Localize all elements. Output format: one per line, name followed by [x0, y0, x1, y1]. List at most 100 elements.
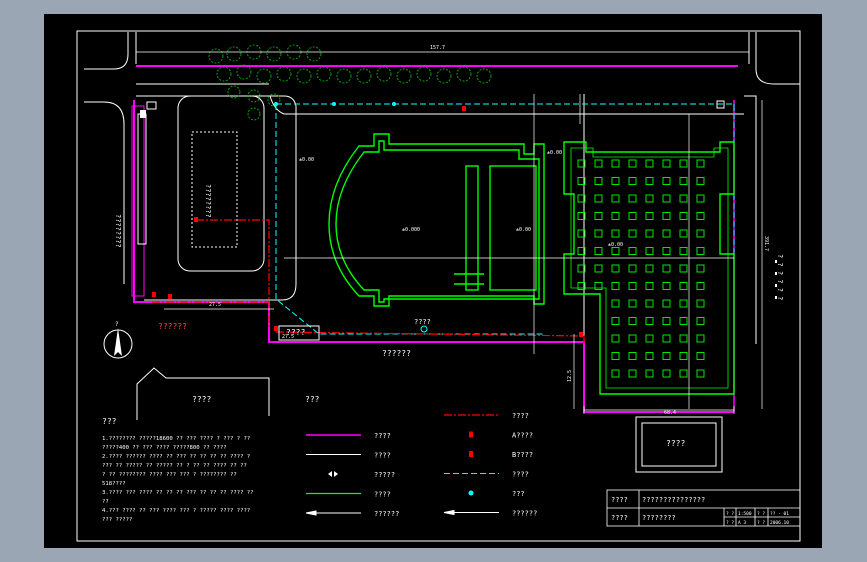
grid-cell: [696, 229, 705, 238]
grid-cell: [628, 212, 637, 220]
elev-left: ±0.00: [299, 157, 314, 163]
grid-cell: [645, 212, 654, 220]
legend-symbol: [443, 509, 499, 516]
legend-symbol: [469, 431, 473, 438]
grid-cell: [628, 194, 637, 203]
grid-cell: [696, 369, 705, 378]
bottom-building: [635, 416, 723, 473]
grid-cell: [696, 282, 705, 290]
title-block-label-bottom: ????: [611, 514, 628, 522]
tb-cell-0: ? ?: [726, 511, 734, 517]
grid-cell: [662, 229, 671, 238]
left-building-label: ????: [192, 395, 211, 404]
legend-label: ???: [512, 490, 525, 498]
grid-cell: [696, 334, 705, 343]
site-plan-drawing: 157.7 391.7 68.4 27.5 27.5 12.5 ±0.000 ±…: [76, 30, 801, 542]
dim-left-bottom: 27.5: [209, 302, 221, 308]
grid-cell: [679, 194, 688, 203]
legend-label: ????: [374, 452, 391, 460]
legend-symbol: [468, 490, 474, 496]
grid-cell: [628, 317, 637, 325]
road-label: ??????: [382, 349, 411, 358]
grid-cell: [577, 177, 586, 185]
drawing-frame: 157.7 391.7 68.4 27.5 27.5 12.5 ±0.000 ±…: [44, 14, 822, 548]
note-line: 2.???? ?????? ???? ?? ??? ?? ?? ?? ?? ??…: [102, 454, 250, 460]
parking-block: [177, 95, 265, 272]
grid-cell: [628, 247, 637, 255]
grid-cell: [594, 177, 603, 185]
grid-cell: [645, 229, 654, 238]
grid-cell: [611, 299, 620, 308]
grid-cell: [679, 177, 688, 185]
legend-symbol: [469, 451, 473, 457]
note-line: 3.???? ??? ???? ?? ?? ?? ??? ?? ?? ?? ??…: [102, 490, 254, 496]
grid-cell: [696, 352, 705, 360]
grid-cell: [696, 177, 705, 185]
left-marker: [140, 110, 146, 118]
grid-cell: [628, 369, 637, 378]
grid-cell: [594, 229, 603, 238]
note-line: ??? ?????: [102, 517, 132, 523]
legend-label: A????: [512, 432, 533, 440]
vertical-label-mid: ????????: [204, 184, 212, 218]
grid-cell: [679, 317, 688, 325]
grid-cell: [611, 317, 620, 325]
gate-box: [278, 325, 320, 341]
grid-cell: [594, 264, 603, 273]
grid-cell: [662, 212, 671, 220]
legend-label: B????: [512, 451, 533, 459]
neighbor-building: [136, 367, 270, 420]
grid-cell: [577, 247, 586, 255]
note-line: ??: [102, 499, 109, 505]
grid-cell: [645, 159, 654, 168]
grid-cell: [577, 194, 586, 203]
grid-cell: [628, 159, 637, 168]
notes-title: ???: [102, 417, 117, 426]
title-block-subtitle: ????????: [642, 514, 676, 522]
grid-cell: [628, 229, 637, 238]
elev-far: ±0.00: [547, 150, 562, 156]
main-building: [328, 133, 545, 307]
grid-cell: [662, 159, 671, 168]
grid-cell: [679, 159, 688, 168]
grid-cell: [679, 229, 688, 238]
grid-cell: [594, 247, 603, 255]
left-strip-boundary: [131, 105, 145, 297]
dim-right: 391.7: [763, 236, 769, 251]
notes-text: 1.???????? ?????18600 ?? ??? ???? ? ??? …: [102, 436, 254, 523]
grid-cell: [611, 352, 620, 360]
legend-label: ??????: [512, 510, 537, 518]
fire-pipe: [152, 219, 585, 344]
grid-cell: [594, 159, 603, 168]
elev-right: ±0.00: [516, 227, 531, 233]
grid-cell: [611, 229, 620, 238]
grid-cell: [611, 334, 620, 343]
dim-parking: 68.4: [664, 410, 676, 416]
dim-top: 157.7: [430, 45, 445, 51]
left-building: [137, 113, 147, 245]
north-arrow: [103, 328, 133, 359]
grid-cell: [662, 177, 671, 185]
grid-cell: [696, 299, 705, 308]
drawing-border: [76, 30, 801, 542]
dim-right-mid: 12.5: [567, 370, 573, 382]
note-line: 518????: [102, 481, 126, 487]
grid-cell: [611, 264, 620, 273]
tb-cell-1: 1:500: [738, 511, 752, 517]
grid-cell: [611, 194, 620, 203]
grid-cell: [679, 352, 688, 360]
legend-label: ????: [374, 432, 391, 440]
grid-cell: [662, 352, 671, 360]
corner-marker: [716, 100, 725, 109]
title-block-title: ???????????????: [642, 496, 705, 504]
grid-cell: [645, 247, 654, 255]
vertical-label-left: ????????: [114, 214, 122, 248]
grid-cell: [577, 212, 586, 220]
grid-cell: [696, 212, 705, 220]
tb-cell-7: 2006.10: [770, 520, 789, 526]
legend: ???????????????????????????A????B???????…: [305, 412, 537, 518]
grid-cell: [645, 194, 654, 203]
legend-label: ?????: [374, 471, 395, 479]
fire-hydrants: [152, 106, 583, 337]
grid-cell: [611, 177, 620, 185]
